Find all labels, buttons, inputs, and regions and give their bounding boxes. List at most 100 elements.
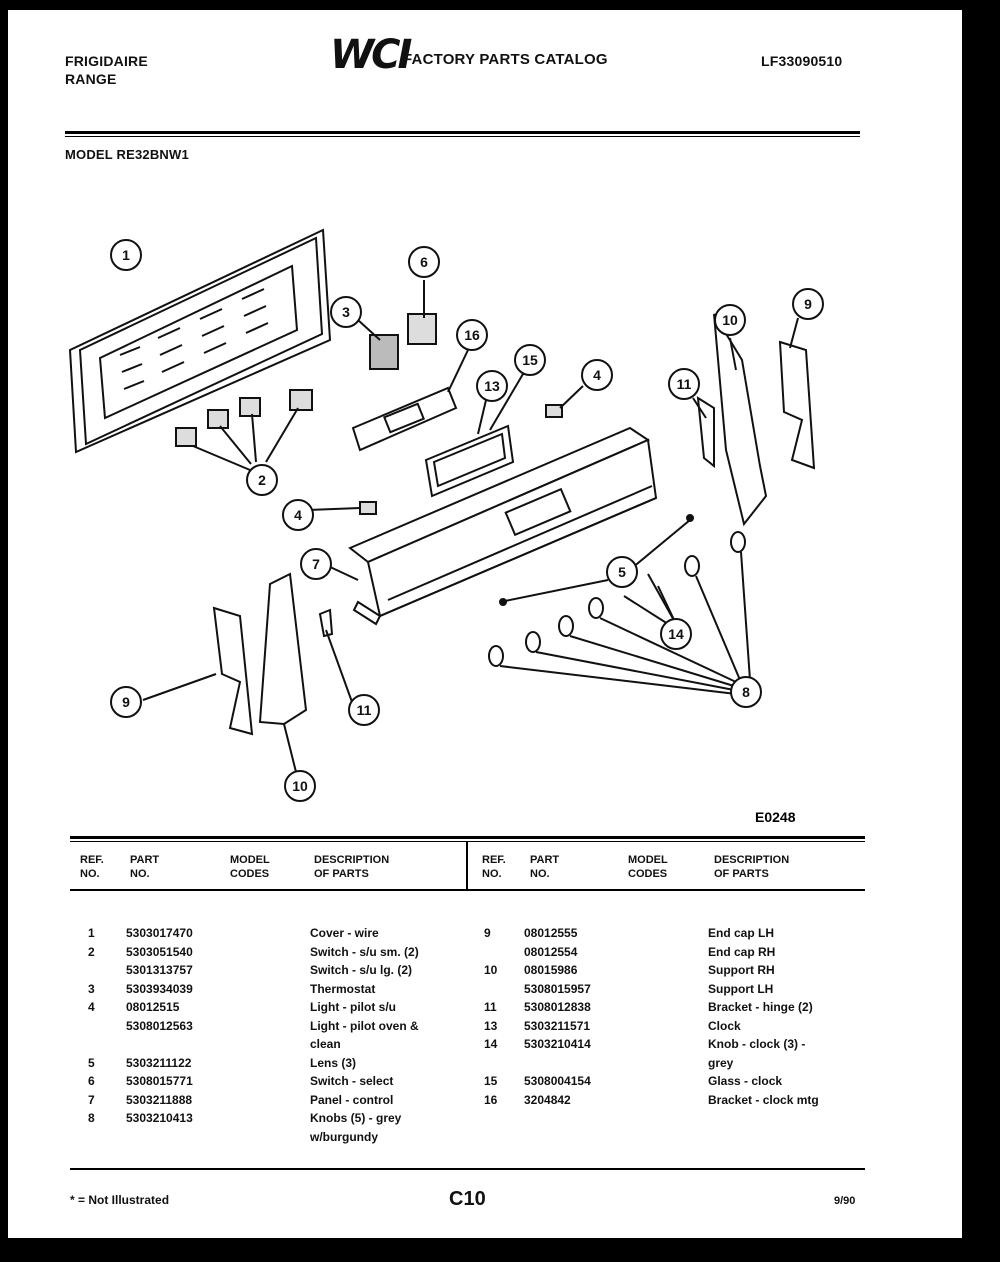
left-part-column: 5303017470 5303051540 5301313757 5303934039… xyxy=(126,924,193,1146)
table-cell xyxy=(88,1035,95,1054)
table-cell: 8 xyxy=(88,1111,95,1125)
svg-text:13: 13 xyxy=(484,378,500,394)
table-cell: Light - pilot oven & xyxy=(310,1018,419,1033)
table-cell: Knob - clock (3) - xyxy=(708,1037,806,1051)
catalog-number: LF33090510 xyxy=(761,53,843,69)
footnote: * = Not Illustrated xyxy=(70,1193,170,1207)
table-cell: 6 xyxy=(88,1074,95,1088)
table-cell: 15 xyxy=(484,1074,498,1088)
table-cell xyxy=(484,943,497,962)
svg-text:2: 2 xyxy=(258,472,266,488)
svg-text:9: 9 xyxy=(804,296,812,312)
table-cell: 08012555 xyxy=(524,926,578,940)
svg-text:1: 1 xyxy=(122,247,130,263)
callout-9: 9 xyxy=(110,686,142,718)
table-cell: 5301313757 xyxy=(126,963,193,977)
part-knobs xyxy=(488,531,746,667)
table-cell: 08015986 xyxy=(524,963,578,977)
callout-7: 7 xyxy=(300,548,332,580)
callout-11: 11 xyxy=(668,368,700,400)
table-top-rule-thin xyxy=(70,841,865,842)
table-cell xyxy=(126,1128,193,1147)
table-cell: Thermostat xyxy=(310,981,376,996)
svg-text:4: 4 xyxy=(294,507,302,523)
callout-4: 4 xyxy=(581,359,613,391)
table-cell: 5303211122 xyxy=(126,1055,192,1070)
table-cell xyxy=(88,1128,95,1147)
header-rule xyxy=(65,131,860,134)
callout-10: 10 xyxy=(714,304,746,336)
model-label: MODEL RE32BNW1 xyxy=(65,147,189,162)
callout-5: 5 xyxy=(606,556,638,588)
svg-text:9: 9 xyxy=(122,694,130,710)
svg-text:5: 5 xyxy=(618,564,626,580)
wci-logo: WCI xyxy=(330,32,412,78)
table-cell: 13 xyxy=(484,1018,498,1033)
part-switches xyxy=(175,389,313,471)
table-cell: 14 xyxy=(484,1037,498,1051)
table-cell: 5303051540 xyxy=(126,944,193,959)
table-cell: Bracket - clock mtg xyxy=(708,1092,819,1107)
table-cell: 7 xyxy=(88,1092,95,1107)
svg-text:8: 8 xyxy=(742,684,750,700)
table-cell: 10 xyxy=(484,963,498,977)
table-bottom-rule xyxy=(70,1168,865,1170)
table-cell: Knobs (5) - grey xyxy=(310,1111,402,1125)
table-cell: 5303017470 xyxy=(126,926,193,940)
table-cell: 5308012563 xyxy=(126,1018,193,1033)
table-cell xyxy=(88,961,95,980)
table-cell: 5 xyxy=(88,1055,95,1070)
table-cell: 08012554 xyxy=(524,944,578,959)
table-cell: Switch - select xyxy=(310,1074,394,1088)
table-cell: 5303934039 xyxy=(126,981,193,996)
callout-4: 4 xyxy=(282,499,314,531)
table-cell: 16 xyxy=(484,1092,498,1107)
svg-text:7: 7 xyxy=(312,556,320,572)
table-cell: 3 xyxy=(88,981,95,996)
callout-11: 11 xyxy=(348,694,380,726)
svg-text:10: 10 xyxy=(722,312,738,328)
callout-10: 10 xyxy=(284,770,316,802)
table-cell xyxy=(524,1054,591,1073)
table-cell: 11 xyxy=(484,1000,497,1014)
table-cell: Clock xyxy=(708,1018,741,1033)
catalog-title: FACTORY PARTS CATALOG xyxy=(403,51,608,68)
svg-text:14: 14 xyxy=(668,626,684,642)
page-number: C10 xyxy=(449,1188,486,1210)
svg-text:16: 16 xyxy=(464,327,480,343)
table-cell: 2 xyxy=(88,944,95,959)
part-cover-wire xyxy=(68,228,332,454)
callout-9: 9 xyxy=(792,288,824,320)
table-cell: 3204842 xyxy=(524,1092,571,1107)
table-cell: 5308015957 xyxy=(524,981,591,996)
callout-15: 15 xyxy=(514,344,546,376)
table-cell: 9 xyxy=(484,926,491,940)
right-part-column: 08012555 08012554 08015986 5308015957 530801… xyxy=(524,924,591,1109)
table-divider xyxy=(466,842,468,890)
brand-name: FRIGIDAIRE xyxy=(65,53,148,69)
table-cell: 5308012838 xyxy=(524,1000,591,1014)
table-cell: 5303211571 xyxy=(524,1018,591,1033)
table-cell: Cover - wire xyxy=(310,926,379,940)
part-control-panel xyxy=(327,426,658,626)
header-rule-thin xyxy=(65,136,860,137)
callout-1: 1 xyxy=(110,239,142,271)
table-cell: 5308004154 xyxy=(524,1074,591,1088)
table-cell: 08012515 xyxy=(126,1000,180,1014)
table-cell: Panel - control xyxy=(310,1092,394,1107)
callout-3: 3 xyxy=(330,296,362,328)
table-cell: Switch - s/u sm. (2) xyxy=(310,944,419,959)
table-cell: Light - pilot s/u xyxy=(310,1000,396,1014)
product-type: RANGE xyxy=(65,71,117,87)
svg-text:15: 15 xyxy=(522,352,538,368)
catalog-page: FRIGIDAIRE RANGE WCI FACTORY PARTS CATAL… xyxy=(8,10,962,1238)
table-cell: clean xyxy=(310,1037,341,1051)
